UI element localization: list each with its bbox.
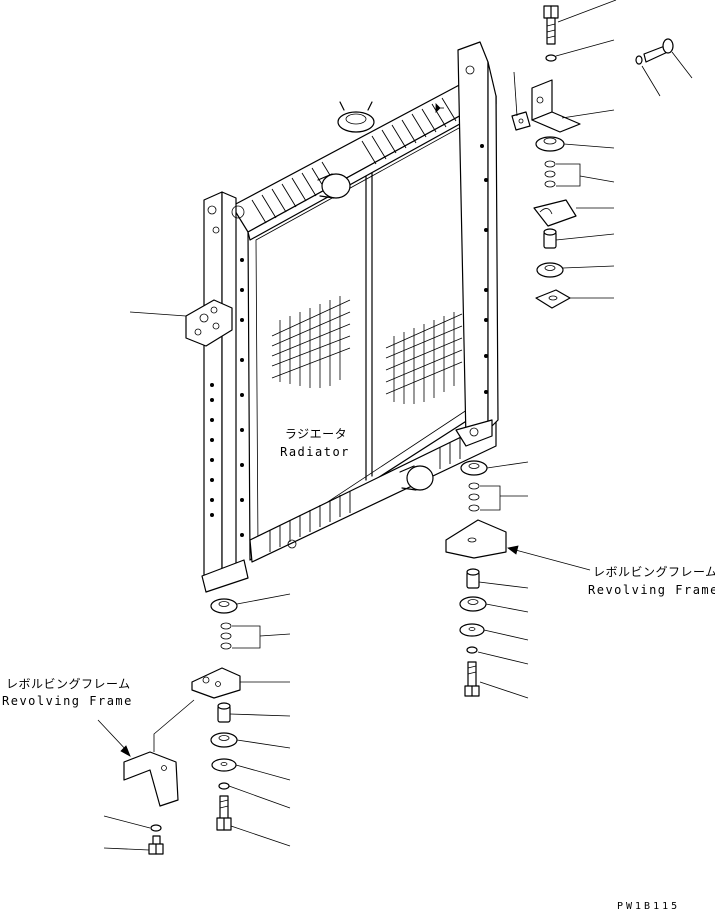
right-mount-foot xyxy=(455,419,493,447)
top-cushion-lower xyxy=(536,262,564,278)
frame-bolt xyxy=(148,835,164,855)
radiator-bottom-tank xyxy=(249,419,497,563)
left-bracket-plate xyxy=(191,667,241,699)
top-cushion xyxy=(535,136,565,152)
radiator-label-en: Radiator xyxy=(280,445,350,459)
right-shim-3 xyxy=(468,504,480,512)
top-square-plate xyxy=(535,289,571,309)
right-shim-2 xyxy=(468,493,480,501)
right-cushion-lower xyxy=(459,596,487,612)
lower-hose-outlet xyxy=(406,465,434,491)
radiator-mesh-left xyxy=(271,296,351,388)
left-cushion-lower xyxy=(210,732,238,748)
top-collar xyxy=(543,228,557,249)
upper-hose-outlet xyxy=(321,173,351,199)
small-plate xyxy=(511,111,531,131)
top-washer xyxy=(545,54,557,62)
revolving-frame-left-label-jp: レボルビングフレーム xyxy=(6,677,131,691)
leader-lines xyxy=(97,0,693,851)
shim-3 xyxy=(544,180,556,188)
left-bolt xyxy=(216,795,232,831)
right-cushion xyxy=(460,460,488,476)
left-cushion xyxy=(210,598,238,614)
left-mount-bracket xyxy=(185,299,233,347)
radiator-label-jp: ラジエータ xyxy=(284,427,348,441)
top-angle-bracket xyxy=(531,79,581,133)
right-collar xyxy=(466,568,480,589)
left-plate-washer xyxy=(211,758,237,772)
right-frame-bracket xyxy=(445,519,507,559)
revolving-frame-left-label-en: Revolving Frame xyxy=(2,694,133,708)
drawing-code: PW1B115 xyxy=(617,901,681,912)
right-plate-washer xyxy=(459,623,485,637)
left-lock-washer xyxy=(218,782,230,790)
shim-1 xyxy=(544,160,556,168)
right-bolt xyxy=(464,661,480,697)
revolving-frame-right-label-en: Revolving Frame xyxy=(588,583,715,597)
bottom-left-mount-parts xyxy=(123,598,241,855)
top-bracket-plate xyxy=(533,199,577,227)
radiator-assembly xyxy=(185,41,499,593)
left-shim-2 xyxy=(220,632,232,640)
shim-2 xyxy=(544,170,556,178)
bottom-right-mount-parts xyxy=(445,460,507,697)
revolving-frame-right-label-jp: レボルビングフレーム xyxy=(593,565,715,579)
left-frame-bracket xyxy=(123,751,179,807)
left-shim-3 xyxy=(220,642,232,650)
frame-washer xyxy=(150,824,162,832)
radiator-filler-cap xyxy=(337,111,375,133)
left-shim-1 xyxy=(220,622,232,630)
top-right-mount-parts xyxy=(511,5,674,309)
side-bolt xyxy=(635,38,674,65)
top-bolt xyxy=(543,5,559,45)
left-collar xyxy=(217,702,231,723)
radiator-mesh-right xyxy=(385,312,463,404)
right-shim-1 xyxy=(468,482,480,490)
right-lock-washer xyxy=(466,646,478,654)
